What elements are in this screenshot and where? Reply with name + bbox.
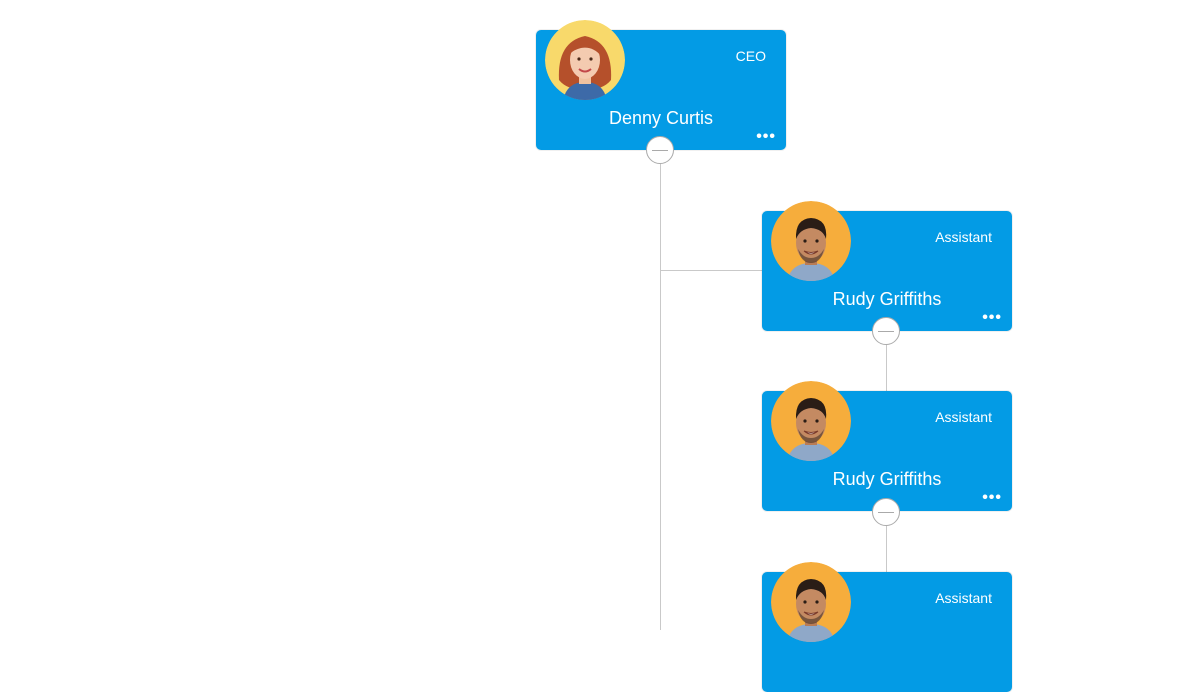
node-role: Assistant	[935, 229, 992, 245]
avatar	[771, 562, 851, 642]
node-name: Denny Curtis	[608, 108, 714, 128]
node-name: Rudy Griffiths	[832, 289, 942, 309]
avatar	[771, 201, 851, 281]
more-options-icon[interactable]: •••	[982, 489, 1002, 506]
connector-line	[886, 525, 887, 573]
node-name: Rudy Griffiths	[832, 469, 942, 489]
more-options-icon[interactable]: •••	[982, 309, 1002, 326]
org-node-card[interactable]: Assistant Rudy Griffiths •••	[762, 381, 1012, 511]
node-role: Assistant	[935, 590, 992, 606]
org-node-card[interactable]: CEO Denny Curtis •••	[536, 20, 786, 150]
connector-line	[660, 164, 661, 630]
node-role: Assistant	[935, 409, 992, 425]
minus-icon	[878, 331, 894, 332]
org-node-card[interactable]: Assistant Rudy Griffiths •••	[762, 201, 1012, 331]
connector-line	[660, 270, 762, 271]
connector-line	[886, 344, 887, 392]
avatar	[545, 20, 625, 100]
org-node-card[interactable]: Assistant	[762, 562, 1012, 692]
org-chart-canvas: CEO Denny Curtis ••• Assistant Rudy Grif…	[536, 20, 1012, 692]
collapse-toggle-button[interactable]	[646, 136, 674, 164]
collapse-toggle-button[interactable]	[872, 317, 900, 345]
more-options-icon[interactable]: •••	[756, 128, 776, 145]
collapse-toggle-button[interactable]	[872, 498, 900, 526]
avatar	[771, 381, 851, 461]
minus-icon	[878, 512, 894, 513]
minus-icon	[652, 150, 668, 151]
node-role: CEO	[735, 48, 766, 64]
